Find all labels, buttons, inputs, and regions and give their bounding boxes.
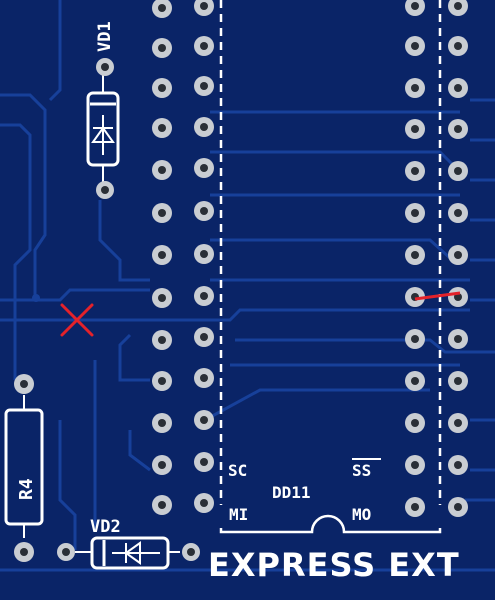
resistor-r4: R4 <box>4 374 44 562</box>
drc-error-line[interactable] <box>414 291 461 301</box>
pin-column-right-outer <box>448 0 468 517</box>
pin-label-ss: SS <box>352 461 371 480</box>
diode-symbol-icon <box>112 541 160 565</box>
pin-label-mi: MI <box>229 505 248 524</box>
ic-outline-dd11 <box>219 0 442 534</box>
pin-label-sc: SC <box>228 461 247 480</box>
board-title-text: EXPRESS EXT <box>208 546 460 584</box>
pin-label-mo: MO <box>352 505 371 524</box>
via <box>32 294 40 302</box>
diode-vd2: VD2 <box>57 517 200 570</box>
pin-column-left-inner <box>194 0 214 513</box>
vd2-label: VD2 <box>90 517 121 537</box>
copper-traces <box>0 0 495 572</box>
chip-label-dd11: DD11 <box>272 483 311 502</box>
vd1-label: VD1 <box>95 21 115 52</box>
r4-label: R4 <box>16 478 37 500</box>
diode-vd1: VD1 <box>86 21 120 199</box>
pin-column-right-inner <box>405 0 425 517</box>
pin-column-left-outer <box>152 0 172 515</box>
diode-symbol-icon <box>91 115 115 155</box>
red-x-marker-icon[interactable] <box>60 303 94 337</box>
